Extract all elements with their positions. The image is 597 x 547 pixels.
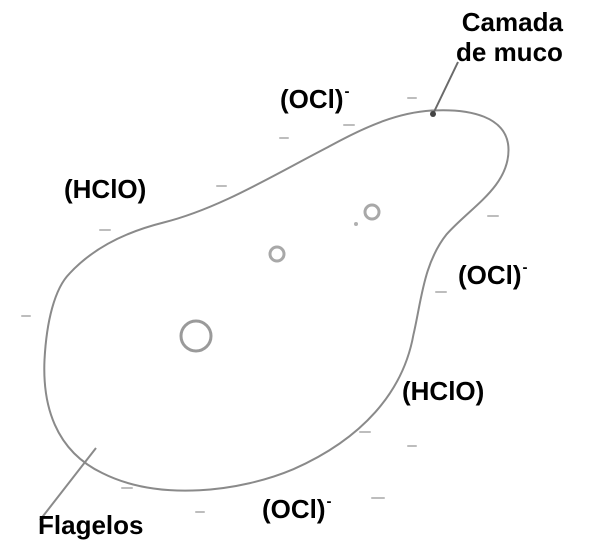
- label-hclo-left: (HClO): [64, 176, 146, 202]
- label-ocl-bottom-text: (OCl): [262, 494, 326, 524]
- label-camada-line1: Camada: [456, 8, 563, 38]
- label-flagelos: Flagelos: [38, 512, 143, 538]
- label-camada-line2: de muco: [456, 38, 563, 68]
- label-camada-de-muco: Camada de muco: [456, 8, 563, 68]
- label-ocl-right-text: (OCl): [458, 260, 522, 290]
- label-ocl-bottom: (OCl)-: [262, 494, 332, 522]
- label-ocl-top-charge: -: [345, 83, 350, 100]
- camada-pointer: [433, 62, 458, 114]
- camada-pointer-dot: [430, 111, 436, 117]
- label-hclo-right: (HClO): [402, 378, 484, 404]
- label-ocl-top: (OCl)-: [280, 84, 350, 112]
- label-ocl-top-text: (OCl): [280, 84, 344, 114]
- granule-dot: [354, 222, 358, 226]
- label-ocl-right-charge: -: [523, 259, 528, 276]
- label-ocl-bottom-charge: -: [327, 493, 332, 510]
- mucus-layer-inner: [48, 114, 505, 487]
- label-ocl-right: (OCl)-: [458, 260, 528, 288]
